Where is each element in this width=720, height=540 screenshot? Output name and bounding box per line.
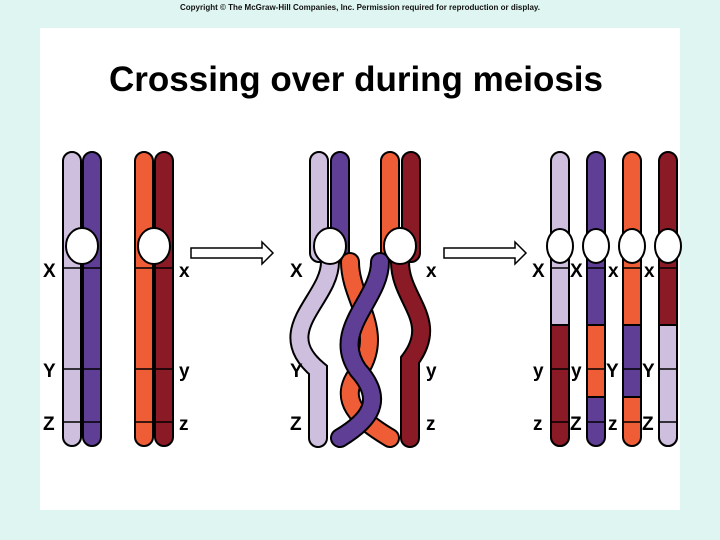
allele-label: Y	[642, 361, 655, 382]
allele-label: z	[426, 414, 436, 435]
stage1-centromere-left	[65, 227, 99, 265]
allele-label: X	[532, 261, 545, 282]
allele-label: y	[533, 361, 544, 382]
stage1-gene-bands	[63, 267, 173, 423]
stage1-paternal-chromosome	[134, 151, 174, 447]
allele-label: X	[290, 261, 303, 282]
arrow-right-icon	[443, 240, 528, 266]
allele-label: y	[571, 361, 582, 382]
allele-label: z	[608, 414, 618, 435]
allele-label: x	[179, 261, 190, 282]
stage2-centromere-left	[313, 227, 347, 265]
allele-label: X	[570, 261, 583, 282]
allele-label: Y	[606, 361, 619, 382]
stage3-chromatid-2	[582, 151, 610, 447]
stage2-crossing-chromatids	[289, 151, 432, 448]
stage3-chromatid-3	[618, 151, 646, 447]
allele-label: Z	[570, 414, 582, 435]
allele-label: z	[533, 414, 543, 435]
allele-label: Y	[43, 361, 56, 382]
stage2-labels: X Y Z x y z	[290, 261, 437, 435]
stage3-chromatid-1	[546, 151, 574, 447]
copyright-notice: Copyright © The McGraw-Hill Companies, I…	[179, 3, 541, 12]
allele-label: Z	[642, 414, 654, 435]
stage1-dark-chromatid	[82, 151, 102, 447]
allele-label: z	[179, 414, 189, 435]
allele-label: Y	[290, 361, 303, 382]
stage1-maternal-chromosome	[62, 151, 102, 447]
page-title: Crossing over during meiosis	[109, 60, 603, 99]
stage1-centromere-right	[137, 227, 171, 265]
arrow-right-icon	[190, 240, 275, 266]
allele-label: x	[426, 261, 437, 282]
stage2-centromere-right	[383, 227, 417, 265]
allele-label: x	[644, 261, 655, 282]
stage1-labels: X Y Z x y z	[43, 261, 190, 435]
stage3-labels: X y z X y Z x Y z x Y Z	[532, 261, 655, 435]
allele-label: x	[608, 261, 619, 282]
stage1-red-chromatid	[154, 151, 174, 447]
allele-label: Z	[290, 414, 302, 435]
stage1-orange-chromatid	[134, 151, 154, 447]
stage1-light-chromatid	[62, 151, 82, 447]
stage3-chromatid-4	[654, 151, 682, 447]
allele-label: X	[43, 261, 56, 282]
stage3-gene-bands	[551, 267, 677, 423]
allele-label: Z	[43, 414, 55, 435]
allele-label: y	[426, 361, 437, 382]
allele-label: y	[179, 361, 190, 382]
stage2-crossing-strands	[289, 252, 432, 448]
